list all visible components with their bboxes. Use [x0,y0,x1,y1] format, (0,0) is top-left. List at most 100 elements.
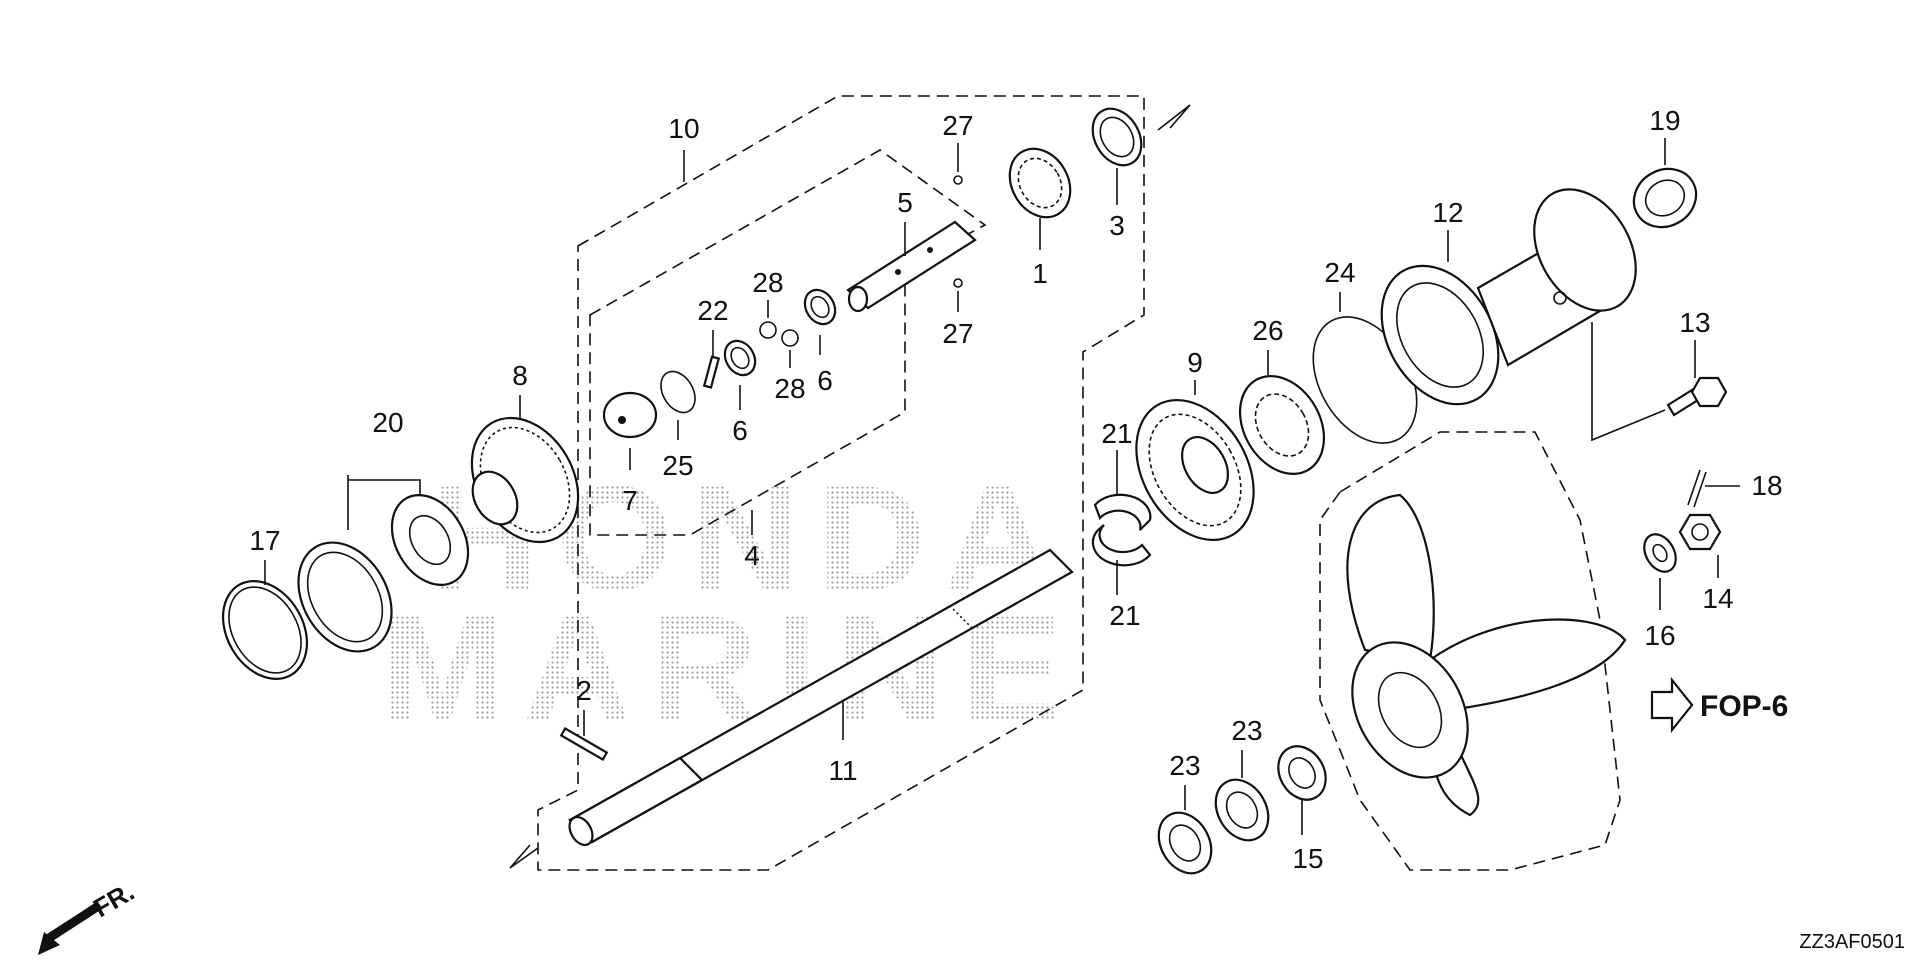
part-19-needle-bearing [1632,167,1698,229]
part-8-hub [471,470,519,526]
callout-12: 12 [1432,197,1463,228]
leader-12-13 [1591,322,1666,442]
callout-27a: 27 [942,110,973,141]
part-9-gear-teeth [1148,413,1242,527]
group-arrow-top [1157,104,1191,131]
callout-labels: 1 2 3 4 5 6 6 7 8 9 10 11 12 13 14 15 16… [249,105,1782,874]
callout-23b: 23 [1231,715,1262,746]
part-17-ring [221,580,309,680]
callout-19: 19 [1649,105,1680,136]
part-16-washer-hole [1652,543,1668,563]
callout-20: 20 [372,407,403,438]
part-14-nut-bore [1691,523,1709,541]
part-15-bushing [1277,745,1327,801]
part-11-shaft-spline-front [948,549,1074,629]
callout-21b: 21 [1109,600,1140,631]
part-18-cotter-pin [1687,469,1707,508]
drawing-code: ZZ3AF0501 [1799,931,1905,953]
callout-13: 13 [1679,307,1710,338]
part-26-bearing-race [1254,393,1310,457]
part-1-clutch-dogs [1017,157,1063,209]
propeller-blade-upper [1346,493,1435,662]
callout-2: 2 [576,675,592,706]
part-23-seal-b [1214,778,1270,842]
callout-26: 26 [1252,315,1283,346]
callout-17: 17 [249,525,280,556]
part-11-shaft-end [568,815,594,847]
part-28-ball-a [759,321,777,339]
part-9-hub [1180,436,1230,494]
part-15-bushing-inner [1288,757,1316,789]
propeller-blade-right [1428,618,1627,712]
callout-9: 9 [1187,347,1203,378]
part-20-roller-bearing-bore [408,514,452,566]
part-20-bearing-cup-inner [306,551,384,643]
callout-6b: 6 [817,365,833,396]
part-23-seal-a-inner [1168,824,1202,862]
callout-10: 10 [668,113,699,144]
callout-8: 8 [512,360,528,391]
part-20-roller-bearing [390,493,470,587]
front-indicator: FR. [38,876,139,955]
part-27-ball-a [953,175,963,185]
part-5-hole-a [895,269,901,275]
callout-18: 18 [1751,470,1782,501]
group-arrow-bottom [509,844,539,869]
front-arrow-head-icon [38,932,60,955]
part-7-plunger [602,391,658,439]
part-6-spring-a [723,339,757,377]
reference-label: FOP-6 [1700,690,1788,723]
callout-5: 5 [897,187,913,218]
group-outline-4 [589,149,987,536]
callout-14: 14 [1702,583,1733,614]
callout-28b: 28 [774,373,805,404]
part-2-pin [559,727,609,761]
callout-28a: 28 [752,267,783,298]
part-19-bearing-bore [1644,179,1686,217]
part-14-castle-nut [1678,513,1722,551]
callout-4: 4 [744,540,760,571]
callout-22: 22 [697,295,728,326]
part-21-ring-lower [1091,524,1152,567]
part-3-collar [1091,107,1143,167]
propeller-outline [1319,431,1621,871]
callout-23a: 23 [1169,750,1200,781]
part-21-ring-upper [1093,493,1152,531]
part-20-bearing-cup [297,541,393,653]
part-6-spring-b-inner [810,295,830,319]
callout-1: 1 [1032,258,1048,289]
callout-21a: 21 [1101,418,1132,449]
part-12-holder-flange [1533,188,1637,312]
front-label: FR. [88,876,139,923]
callout-27b: 27 [942,318,973,349]
part-1-clutch [1008,147,1072,219]
callout-25: 25 [662,450,693,481]
part-6-spring-b [803,288,837,326]
leader-lines [264,138,1719,835]
part-22-pin [702,355,721,389]
part-16-washer [1643,533,1677,573]
leader-20 [347,475,421,530]
part-5-slider-end [847,285,869,313]
part-27-ball-b [953,278,963,288]
callout-7: 7 [622,485,638,516]
part-12-holder-bore [1395,282,1485,388]
part-17-ring-inner [228,586,302,674]
propeller-hub [1351,641,1469,779]
callout-15: 15 [1292,843,1323,874]
front-arrow-shaft-icon [43,901,103,944]
reference-arrow-icon [1650,676,1694,734]
part-25-clip [660,370,696,414]
part-23-seal-a [1157,811,1213,875]
part-23-seal-b-inner [1225,791,1259,829]
part-3-collar-inner [1099,116,1135,158]
part-6-spring-a-inner [730,346,750,370]
part-13-bolt-head [1690,376,1728,408]
part-7-plunger-tip [618,416,626,424]
callout-24: 24 [1324,257,1355,288]
part-12-bolt-hole [1553,291,1567,305]
part-28-ball-b [781,329,799,347]
part-5-hole-b [927,247,933,253]
